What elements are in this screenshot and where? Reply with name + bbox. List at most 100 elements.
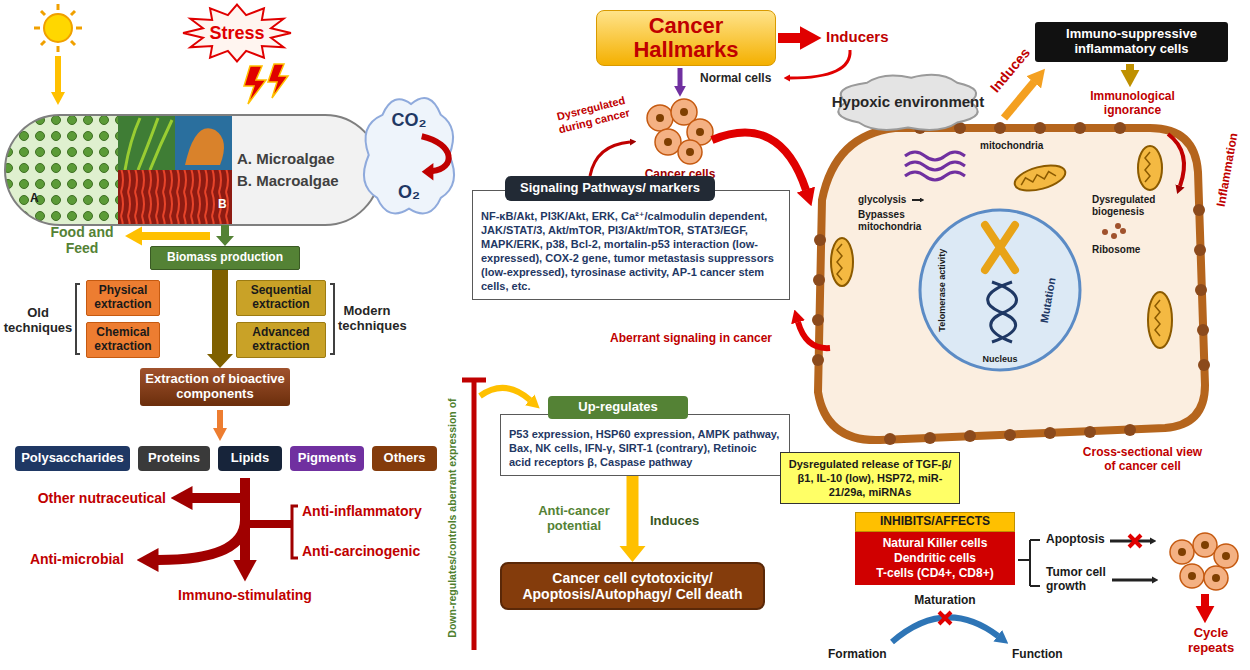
activity-label: Other nutraceutical [10, 490, 166, 506]
bracket [76, 284, 80, 354]
curved-arrow [798, 322, 830, 348]
mitochondrion [831, 238, 853, 286]
cancer-cell-cluster [680, 108, 688, 116]
list-box: P53 expression, HSP60 expression, AMPK p… [500, 414, 790, 476]
mitochondrion [1148, 292, 1172, 348]
node-text: Polysaccharides [21, 451, 124, 466]
node-text: B. Macroalgae [237, 170, 339, 193]
maturation-arc [892, 617, 998, 642]
cancer-cell-cluster [1201, 541, 1209, 549]
node-text: Extraction of bioactive components [144, 372, 286, 402]
node-text: Advanced extraction [240, 326, 322, 354]
membrane-bumps [812, 314, 824, 326]
cancer-cell-cluster [647, 105, 673, 131]
flow-arrow [1112, 579, 1152, 582]
membrane-bumps [814, 234, 826, 246]
chromosome [985, 225, 1015, 270]
outcome-label: Cycle repeats [1176, 626, 1246, 656]
curved-arrow [590, 142, 630, 176]
arrow-label: Inflammation [1213, 124, 1242, 215]
technique-box: Sequential extraction [236, 280, 326, 316]
membrane-bumps [1044, 427, 1056, 439]
branch-arrow [245, 520, 292, 528]
panel-ground [232, 115, 380, 225]
cancer-cell-cluster [655, 129, 681, 155]
node-text: Lipids [231, 451, 269, 466]
connector-arrow [620, 476, 646, 562]
outcome-box: Cancer cell cytotoxicity/ Apoptosis/Auto… [500, 562, 765, 610]
component-box: Proteins [138, 446, 210, 471]
flow-arrow [678, 68, 683, 86]
node-text: Up-regulates [578, 400, 657, 415]
sun-rays [71, 41, 75, 45]
figure-caption: Cross-sectional view of cancer cell [1080, 446, 1205, 474]
node-text: INHIBITS/AFFECTS [880, 515, 990, 529]
technique-box: Physical extraction [86, 280, 160, 316]
branch-arrow [240, 478, 250, 560]
technique-box: Advanced extraction [236, 322, 326, 358]
header-box: INHIBITS/AFFECTS [855, 512, 1015, 532]
organelle-label: Nucleus [980, 354, 1020, 364]
vertical-label: Down-regulates/controls aberrant express… [446, 368, 458, 668]
membrane-bumps [812, 354, 824, 366]
mitochondrion [1020, 170, 1056, 185]
header-box: Up-regulates [548, 396, 688, 419]
mitochondrion [1148, 292, 1172, 348]
ribosome-dots [1102, 223, 1126, 239]
membrane-bumps [884, 433, 896, 445]
membrane-bumps [1193, 204, 1205, 216]
photo-letter: A [30, 192, 39, 206]
branch-arrow [192, 493, 245, 503]
node-text: Biomass production [167, 251, 283, 265]
sea-photo [175, 115, 232, 170]
cancer-cell-cluster [1188, 572, 1196, 580]
list-box: NF-κB/Akt, PI3K/Akt, ERK, Ca²⁺/calmoduli… [472, 190, 790, 300]
membrane-bumps [1034, 122, 1046, 134]
arrow-label: Immunological ignorance [1080, 90, 1185, 118]
arrow-label: Aberrant signaling in cancer [610, 332, 772, 346]
use-label: Food and Feed [48, 224, 116, 256]
node-text: Chemical extraction [90, 326, 156, 354]
membrane-bumps [1084, 426, 1096, 438]
node-text: Pigments [298, 451, 357, 466]
membrane-bumps [1195, 284, 1207, 296]
sun-arrow [55, 56, 61, 92]
mitochondrion [1138, 146, 1162, 190]
node-text: Immuno-suppressive inflammatory cells [1040, 27, 1223, 57]
bracket [292, 506, 298, 558]
arrow-head [422, 163, 434, 180]
membrane-bumps [1197, 324, 1209, 336]
inhibition-bar [462, 380, 486, 650]
cancer-cell-cluster [1204, 566, 1228, 590]
membrane-bumps [924, 432, 936, 444]
cell-type-box: Immuno-suppressive inflammatory cells [1035, 22, 1228, 62]
mitochondrion [1012, 161, 1068, 196]
photo-letter: B [218, 198, 227, 212]
node-text: Physical extraction [90, 284, 156, 312]
small-arrow [912, 199, 920, 201]
lightning-bolt [268, 64, 288, 98]
cancer-cell-cluster [1214, 544, 1238, 568]
flow-arrow [778, 33, 800, 43]
arrow-label: Anti-cancer potential [536, 504, 612, 534]
node-text: Dendritic cells [894, 551, 976, 566]
blocked-mark [939, 612, 951, 624]
outcome-label: Tumor cell growth [1046, 566, 1110, 594]
sun-rays [34, 27, 40, 30]
sun-rays [57, 46, 60, 52]
ribosome-dots [1102, 229, 1108, 235]
node-text: Proteins [148, 451, 200, 466]
cancer-cell-cluster [696, 128, 704, 136]
cell-membrane [818, 128, 1205, 440]
connector-arrow [207, 270, 233, 368]
cell-label: Normal cells [700, 72, 771, 86]
membrane-bumps [1074, 122, 1086, 134]
node-text: T-cells (CD4+, CD8+) [876, 566, 993, 581]
activity-label: Anti-inflammatory [302, 503, 422, 519]
ribosome-dots [1115, 223, 1121, 229]
organelle-label: Telomerase activity [937, 245, 947, 335]
cancer-cell-cluster [686, 148, 694, 156]
cancer-cell-cluster [1170, 540, 1194, 564]
seaweed-fronds [125, 118, 172, 170]
sun-rays [41, 41, 45, 45]
